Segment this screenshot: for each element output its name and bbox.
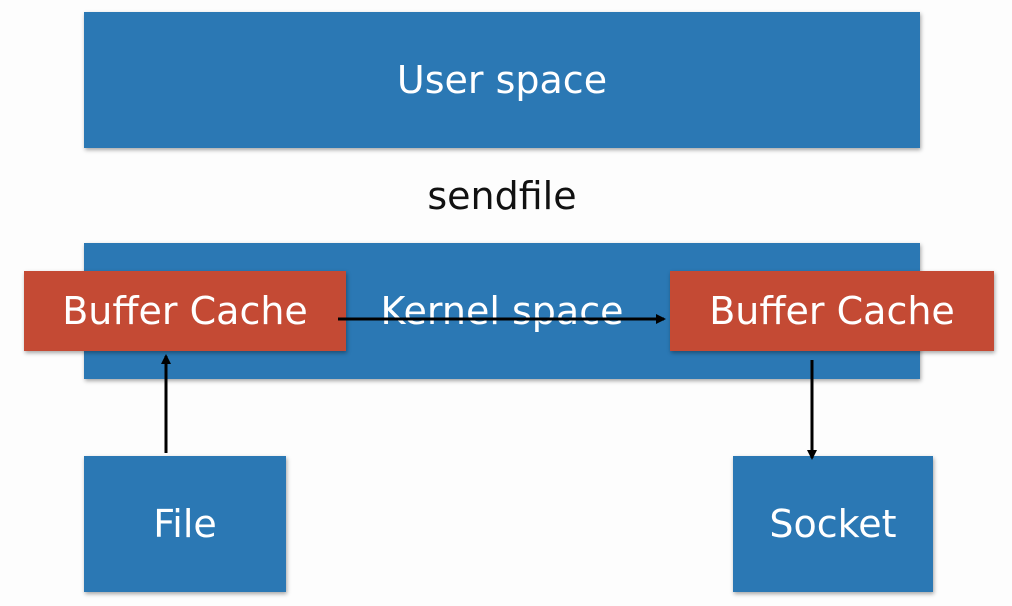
buffer-cache-left-box: Buffer Cache (24, 271, 346, 351)
file-box: File (84, 456, 286, 592)
file-label: File (153, 502, 217, 546)
buffer-cache-left-label: Buffer Cache (62, 289, 308, 333)
sendfile-caption: sendfile (427, 174, 577, 218)
user-space-box: User space (84, 12, 920, 148)
socket-label: Socket (769, 502, 897, 546)
buffer-cache-right-box: Buffer Cache (670, 271, 994, 351)
buffer-cache-right-label: Buffer Cache (709, 289, 955, 333)
socket-box: Socket (733, 456, 933, 592)
user-space-label: User space (396, 58, 608, 102)
kernel-space-label: Kernel space (380, 289, 624, 333)
